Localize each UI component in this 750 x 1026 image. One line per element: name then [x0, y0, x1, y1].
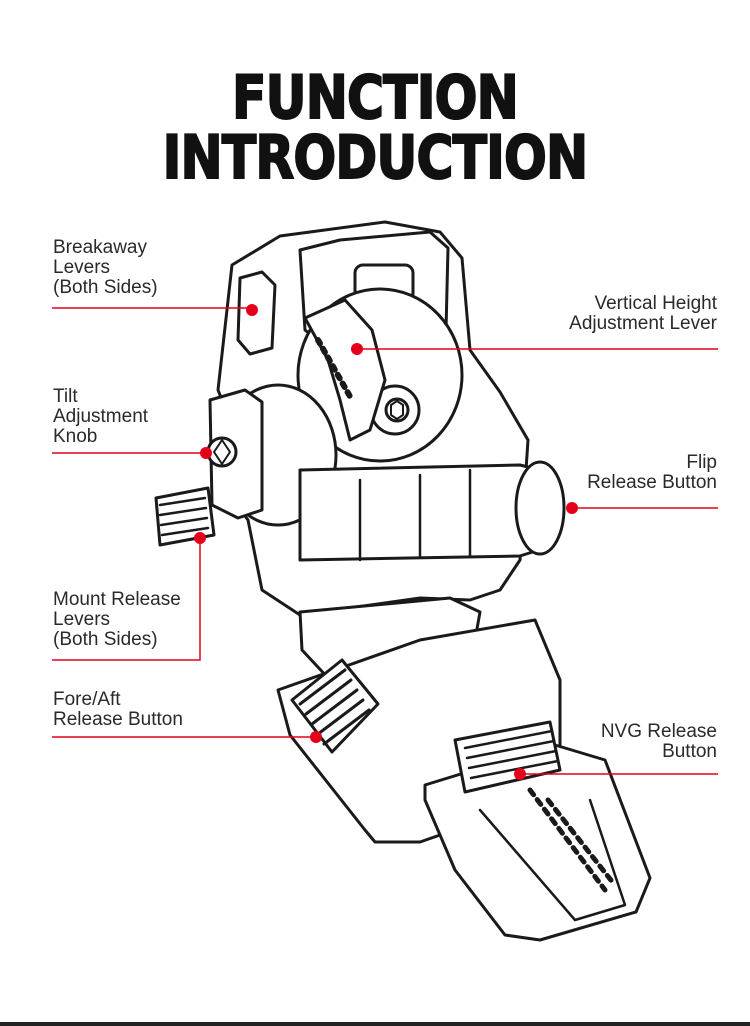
label-line: (Both Sides)	[53, 629, 158, 650]
height-lever	[303, 298, 387, 442]
label-line: Vertical Height	[594, 293, 717, 314]
label-tilt-knob: Tilt Adjustment Knob	[53, 387, 148, 447]
dot-mount	[194, 532, 206, 544]
label-line: Levers	[53, 609, 111, 630]
leader-lines	[52, 307, 718, 775]
label-line: Breakaway	[53, 237, 147, 258]
callout-dots	[194, 304, 578, 780]
knob-screw	[206, 436, 238, 468]
label-line: Mount Release	[53, 589, 181, 610]
label-line: (Both Sides)	[53, 277, 158, 298]
label-line: Knob	[53, 426, 98, 447]
hex-bolt	[384, 397, 410, 423]
label-line: Flip	[686, 452, 717, 473]
leader-mount	[52, 538, 201, 661]
flip-button	[514, 460, 566, 556]
bottom-rule	[0, 1022, 750, 1026]
label-line: Fore/Aft	[53, 689, 121, 710]
label-line: Adjustment	[53, 406, 149, 427]
label-line: Adjustment Lever	[569, 313, 717, 334]
label-line: Tilt	[53, 386, 78, 407]
page-title: FUNCTION INTRODUCTION	[162, 63, 589, 193]
label-flip-release: Flip Release Button	[587, 453, 717, 493]
label-mount-release: Mount Release Levers (Both Sides)	[53, 590, 181, 650]
dot-flip	[566, 502, 578, 514]
mount-line-art	[154, 220, 652, 942]
dot-foreaft	[310, 731, 322, 743]
label-vertical-height: Vertical Height Adjustment Lever	[569, 294, 717, 334]
dot-breakaway	[246, 304, 258, 316]
label-line: Button	[662, 741, 717, 762]
dot-tilt	[200, 447, 212, 459]
dot-height	[351, 343, 363, 355]
label-line: Levers	[53, 257, 111, 278]
flip-barrel	[298, 463, 554, 562]
label-line: Release Button	[53, 709, 183, 730]
label-fore-aft: Fore/Aft Release Button	[53, 690, 183, 730]
dot-nvg	[514, 768, 526, 780]
label-line: NVG Release	[600, 721, 717, 742]
label-breakaway-levers: Breakaway Levers (Both Sides)	[53, 238, 158, 298]
label-line: Release Button	[587, 472, 717, 493]
label-nvg-release: NVG Release Button	[601, 722, 717, 762]
nvg-shoe	[423, 743, 652, 942]
